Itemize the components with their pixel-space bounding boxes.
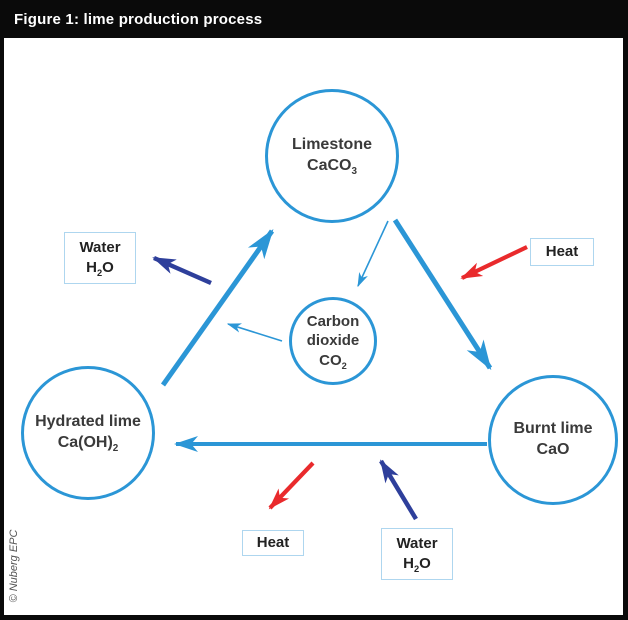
hydrated-lime-label: Hydrated lime xyxy=(35,413,141,431)
arrow-co2-to-carbonation xyxy=(226,323,283,342)
figure-title-bar: Figure 1: lime production process xyxy=(0,0,628,38)
arrow-limestone-to-burnt-lime xyxy=(392,218,493,371)
node-limestone: Limestone CaCO3 xyxy=(265,89,399,223)
hydrated-lime-formula: Ca(OH)2 xyxy=(57,434,119,455)
water-formula: H2O xyxy=(86,259,114,278)
label-heat-released: Heat xyxy=(242,530,304,556)
node-hydrated-lime: Hydrated lime Ca(OH)2 xyxy=(21,366,155,500)
node-burnt-lime: Burnt lime CaO xyxy=(488,375,618,505)
carbon-dioxide-formula: CO2 xyxy=(319,351,347,371)
node-carbon-dioxide: Carbon dioxide CO2 xyxy=(289,297,377,385)
water-formula: H2O xyxy=(403,555,431,574)
figure-title: Figure 1: lime production process xyxy=(14,10,263,28)
burnt-lime-formula: CaO xyxy=(536,441,570,458)
diagram-canvas: Limestone CaCO3 Carbon dioxide CO2 Hydra… xyxy=(4,38,623,615)
limestone-formula: CaCO3 xyxy=(307,157,357,178)
label-water-released: Water H2O xyxy=(64,232,136,284)
heat-label: Heat xyxy=(545,242,579,260)
label-water-added: Water H2O xyxy=(381,528,453,580)
arrow-heat-added-top xyxy=(460,245,528,280)
arrow-water-released-top xyxy=(152,255,212,286)
heat-label: Heat xyxy=(256,533,290,551)
arrow-water-added-bottom xyxy=(379,459,418,521)
copyright-credit: © Nuberg EPC xyxy=(8,529,20,603)
arrow-heat-released-bottom xyxy=(268,461,315,510)
limestone-label: Limestone xyxy=(291,136,372,154)
burnt-lime-label: Burnt lime xyxy=(513,420,593,438)
label-heat-added: Heat xyxy=(530,238,594,266)
process-arrows xyxy=(152,218,528,521)
arrow-calcination-to-co2 xyxy=(357,220,389,288)
arrow-hydrated-lime-to-limestone xyxy=(160,228,275,387)
water-label: Water xyxy=(79,238,121,256)
water-label: Water xyxy=(396,534,438,552)
carbon-dioxide-label: Carbon dioxide xyxy=(306,312,360,350)
